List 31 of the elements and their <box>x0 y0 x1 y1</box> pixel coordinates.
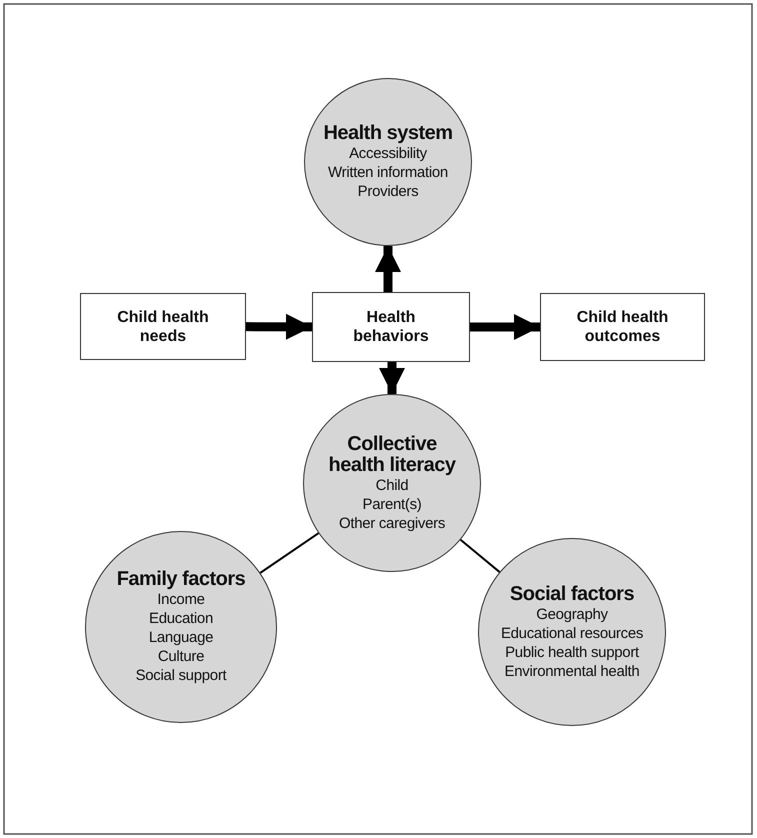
circle-heading: Collective health literacy <box>327 434 457 476</box>
factor-item: Public health support <box>505 642 639 662</box>
factor-item: Child <box>376 476 408 494</box>
factor-item: Accessibility <box>349 144 427 163</box>
factor-item: Written information <box>328 163 448 182</box>
process-box <box>540 293 705 361</box>
factor-item: Other caregivers <box>338 514 446 532</box>
process-box <box>312 292 470 362</box>
circle-heading: Family factors <box>116 569 246 590</box>
factor-item: Parent(s) <box>362 494 422 514</box>
factor-item: Educational resources <box>500 624 644 642</box>
connector-line <box>260 532 320 574</box>
factor-item: Income <box>157 590 205 609</box>
process-box <box>80 293 246 360</box>
connector-line <box>460 538 500 573</box>
box-label: Child health needs <box>116 308 210 346</box>
circle-heading: Social factors <box>510 584 634 604</box>
box-label: Child health outcomes <box>576 308 670 346</box>
circle-heading: Health system <box>323 123 453 144</box>
factor-item: Environmental health <box>504 662 640 680</box>
arrow <box>379 362 405 394</box>
factor-item: Language <box>148 628 214 647</box>
factor-item: Providers <box>358 182 418 201</box>
arrow <box>375 246 401 292</box>
factor-item: Education <box>148 609 214 628</box>
arrow <box>246 314 312 340</box>
factor-item: Geography <box>536 604 608 624</box>
factor-item: Social support <box>136 666 226 685</box>
box-label: Health behaviors <box>352 308 430 346</box>
arrow <box>470 314 540 340</box>
factor-item: Culture <box>158 647 204 666</box>
